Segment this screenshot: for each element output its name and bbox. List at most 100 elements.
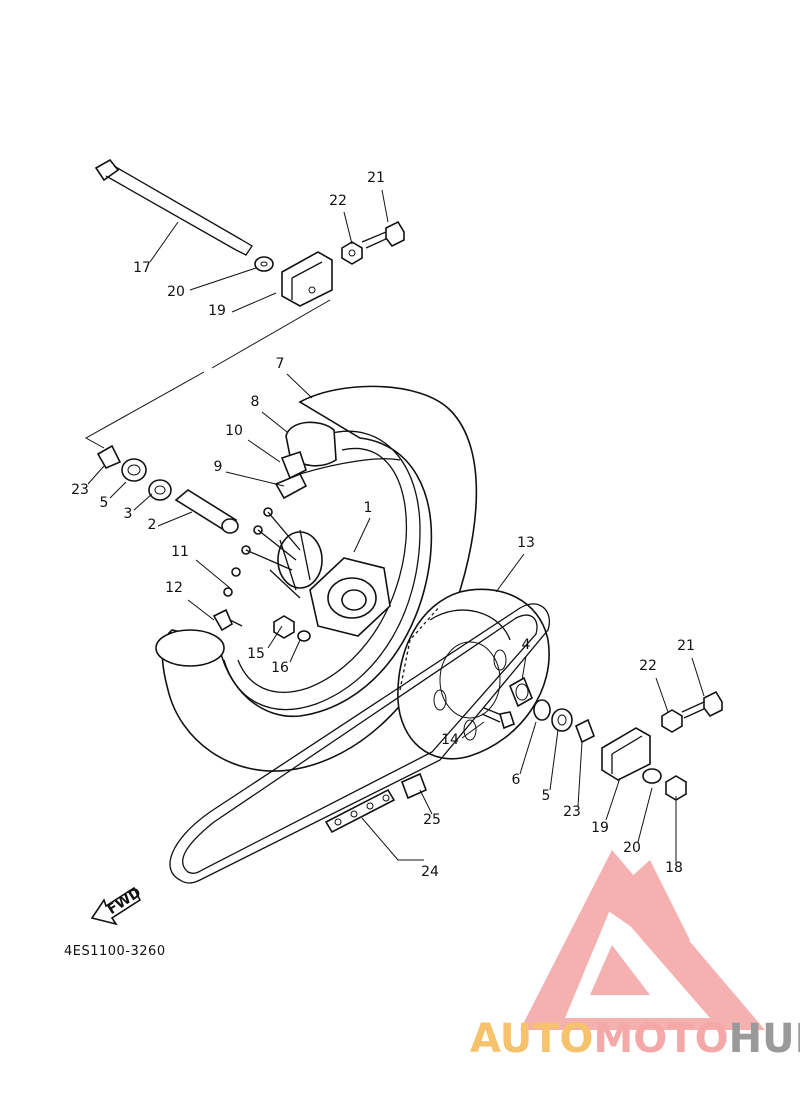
callout-20: 20 bbox=[167, 284, 185, 300]
leader-line bbox=[87, 465, 105, 485]
chain-adjuster-right bbox=[601, 727, 651, 781]
leader-line bbox=[519, 721, 537, 775]
callout-24: 24 bbox=[421, 864, 439, 880]
leader-line bbox=[286, 373, 313, 399]
leader-line bbox=[133, 493, 153, 511]
callout-9: 9 bbox=[214, 459, 223, 475]
washer-top bbox=[254, 256, 274, 272]
hub-spacer bbox=[174, 489, 239, 534]
callout-15: 15 bbox=[247, 646, 265, 662]
axle bbox=[94, 158, 253, 256]
part-code: 4ES1100-3260 bbox=[64, 944, 166, 959]
collar-left bbox=[96, 444, 122, 470]
callout-18: 18 bbox=[665, 860, 683, 876]
sprocket-bolt bbox=[481, 707, 515, 730]
watermark-logo bbox=[520, 850, 765, 1030]
leader-line bbox=[381, 189, 389, 223]
oil-seal-right bbox=[551, 708, 573, 732]
leader-line bbox=[225, 471, 285, 487]
nut-right bbox=[661, 709, 683, 733]
callout-22: 22 bbox=[329, 193, 347, 209]
leader-line bbox=[655, 677, 669, 713]
callout-21: 21 bbox=[677, 638, 695, 654]
oil-seal-left bbox=[121, 458, 147, 482]
callout-21: 21 bbox=[367, 170, 385, 186]
callout-7: 7 bbox=[276, 356, 285, 372]
bearing-left bbox=[148, 479, 172, 501]
leader-line bbox=[353, 517, 371, 553]
sprocket-washer bbox=[297, 630, 311, 642]
axle-nut bbox=[665, 775, 687, 801]
callout-10: 10 bbox=[225, 423, 243, 439]
callout-labels: 1720192221781092353211311121516422211465… bbox=[71, 170, 705, 880]
callout-13: 13 bbox=[517, 535, 535, 551]
nut-top bbox=[341, 241, 363, 265]
fwd-arrow-icon: FWD bbox=[90, 885, 144, 926]
watermark-text-hub: HUB bbox=[729, 1016, 800, 1062]
callout-12: 12 bbox=[165, 580, 183, 596]
watermark-text-auto: AUTO bbox=[470, 1016, 594, 1062]
callout-5: 5 bbox=[100, 495, 109, 511]
callout-22: 22 bbox=[639, 658, 657, 674]
chain-segment bbox=[324, 788, 396, 834]
master-link bbox=[400, 772, 428, 800]
leader-line bbox=[195, 559, 231, 589]
leader-line bbox=[109, 481, 127, 499]
callout-17: 17 bbox=[133, 260, 151, 276]
adjuster-bolt-top bbox=[361, 220, 405, 249]
adjuster-bolt-right bbox=[681, 690, 723, 719]
leader-line bbox=[189, 267, 257, 291]
collar-right bbox=[574, 718, 596, 744]
leader-line bbox=[149, 221, 179, 263]
callout-1: 1 bbox=[364, 500, 373, 516]
callout-23: 23 bbox=[71, 482, 89, 498]
leader-line bbox=[637, 787, 653, 843]
valve-cap bbox=[212, 608, 234, 632]
leader-line bbox=[461, 721, 485, 739]
callout-23: 23 bbox=[563, 804, 581, 820]
leader-line bbox=[549, 729, 559, 791]
circlip bbox=[533, 699, 551, 721]
leader-line bbox=[261, 411, 288, 433]
leader-line bbox=[231, 292, 277, 313]
leader-line bbox=[247, 439, 281, 463]
callout-19: 19 bbox=[591, 820, 609, 836]
leader-line bbox=[605, 777, 621, 821]
callout-6: 6 bbox=[512, 772, 521, 788]
wheel-hub bbox=[269, 529, 391, 637]
callout-25: 25 bbox=[423, 812, 441, 828]
callout-3: 3 bbox=[124, 506, 133, 522]
drive-chain bbox=[169, 603, 550, 884]
tire-and-rim bbox=[155, 385, 478, 772]
callout-14: 14 bbox=[441, 732, 459, 748]
fwd-label: FWD bbox=[105, 885, 144, 918]
leader-line bbox=[187, 599, 215, 621]
leader-line bbox=[267, 625, 283, 649]
callout-8: 8 bbox=[251, 394, 260, 410]
tube-valve bbox=[280, 450, 307, 480]
chain-adjuster-top bbox=[281, 251, 333, 307]
svg-text:AUTOMOTOHUB: AUTOMOTOHUB bbox=[470, 1016, 800, 1062]
leader-line bbox=[289, 639, 301, 663]
callout-19: 19 bbox=[208, 303, 226, 319]
callout-16: 16 bbox=[271, 660, 289, 676]
leader-line bbox=[691, 657, 705, 697]
rim-lock bbox=[274, 472, 308, 500]
callout-4: 4 bbox=[522, 637, 531, 653]
callout-11: 11 bbox=[171, 544, 189, 560]
hub-collar-right bbox=[508, 676, 534, 708]
callout-2: 2 bbox=[148, 517, 157, 533]
leader-line bbox=[157, 511, 193, 527]
leader-line bbox=[343, 211, 353, 245]
leader-line bbox=[419, 789, 433, 815]
leader-line bbox=[495, 553, 525, 593]
washer-right bbox=[642, 768, 662, 784]
watermark-text-moto: MOTO bbox=[594, 1016, 729, 1062]
callout-20: 20 bbox=[623, 840, 641, 856]
leader-line bbox=[521, 655, 527, 681]
hub-bolts bbox=[223, 507, 301, 597]
leader-line bbox=[577, 741, 583, 807]
sprocket-nut bbox=[273, 615, 295, 639]
callout-5: 5 bbox=[542, 788, 551, 804]
